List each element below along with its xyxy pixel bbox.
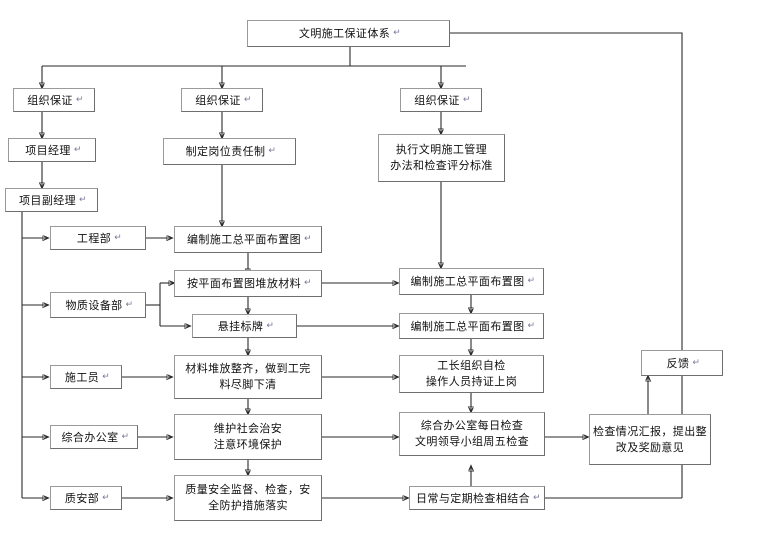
node-safety-supervision[interactable]: 质量安全监督、检查，安 全防护措施落实 [174, 475, 322, 521]
node-exec-standard[interactable]: 执行文明施工管理 办法和检查评分标准 [378, 134, 505, 182]
pilcrow-icon: ↵ [121, 431, 130, 442]
node-public-order-environment[interactable]: 维护社会治安 注意环境保护 [174, 414, 322, 460]
node-label: 组织保证 [414, 93, 460, 107]
node-plan-drawing-2[interactable]: 编制施工总平面布置图↵ [399, 268, 544, 295]
pilcrow-icon: ↵ [243, 94, 252, 105]
node-plan-drawing-1[interactable]: 编制施工总平面布置图↵ [174, 226, 322, 253]
node-material-equipment-dept[interactable]: 物质设备部↵ [50, 292, 146, 318]
node-feedback[interactable]: 反馈↵ [641, 350, 723, 376]
node-label: 执行文明施工管理 办法和检查评分标准 [390, 143, 493, 172]
pilcrow-icon: ↵ [79, 194, 87, 205]
pilcrow-icon: ↵ [304, 278, 312, 288]
pilcrow-icon: ↵ [527, 320, 536, 331]
node-title-label: 文明施工保证体系 [298, 27, 391, 40]
node-label: 综合办公室每日检查 文明领导小组周五检查 [415, 419, 529, 448]
node-deputy-project-manager[interactable]: 项目副经理↵ [5, 188, 98, 212]
pilcrow-icon: ↵ [114, 232, 123, 243]
node-label: 维护社会治安 注意环境保护 [213, 422, 283, 451]
node-site-staff[interactable]: 施工员↵ [50, 365, 122, 389]
node-org-guarantee-1[interactable]: 组织保证↵ [13, 88, 95, 112]
pilcrow-icon: ↵ [102, 492, 111, 503]
node-label: 工程部 [76, 231, 112, 245]
node-label: 组织保证 [27, 93, 73, 107]
node-label: 项目副经理 [19, 193, 77, 207]
node-label: 质量安全监督、检查，安 全防护措施落实 [185, 483, 311, 512]
node-daily-check[interactable]: 综合办公室每日检查 文明领导小组周五检查 [399, 412, 545, 456]
pilcrow-icon: ↵ [125, 299, 134, 310]
node-hang-sign[interactable]: 悬挂标牌↵ [192, 314, 297, 338]
node-label: 编制施工总平面布置图 [187, 233, 302, 246]
node-label: 项目经理 [25, 143, 71, 157]
node-label: 综合办公室 [61, 430, 119, 444]
node-label: 悬挂标牌 [217, 319, 264, 333]
node-label: 按平面布置图堆放材料 [187, 277, 302, 290]
node-post-responsibility[interactable]: 制定岗位责任制↵ [163, 138, 296, 165]
pilcrow-icon: ↵ [268, 146, 277, 156]
pilcrow-icon: ↵ [75, 94, 84, 105]
node-label: 日常与定期检查相结合 [416, 491, 531, 505]
node-project-manager[interactable]: 项目经理↵ [8, 138, 96, 162]
node-label: 反馈 [666, 356, 690, 370]
node-label: 检查情况汇报，提出整 改及奖励意见 [593, 424, 707, 454]
pilcrow-icon: ↵ [462, 94, 471, 105]
pilcrow-icon: ↵ [527, 276, 536, 286]
node-label: 材料堆放整齐，做到工完 料尽脚下清 [185, 362, 311, 391]
pilcrow-icon: ↵ [533, 492, 541, 503]
node-admin-office[interactable]: 综合办公室↵ [50, 425, 138, 449]
node-label: 制定岗位责任制 [185, 145, 266, 158]
pilcrow-icon: ↵ [393, 28, 402, 38]
wire-title-to-feedback-spine [450, 32, 683, 350]
node-self-check[interactable]: 工长组织自检 操作人员持证上岗 [399, 355, 544, 393]
pilcrow-icon: ↵ [266, 320, 275, 331]
node-report-rectify[interactable]: 检查情况汇报，提出整 改及奖励意见 [589, 414, 711, 465]
node-tidy-materials[interactable]: 材料堆放整齐，做到工完 料尽脚下清 [174, 355, 322, 399]
node-org-guarantee-2[interactable]: 组织保证↵ [181, 88, 263, 112]
node-title[interactable]: 文明施工保证体系↵ [247, 20, 450, 47]
node-label: 工长组织自检 操作人员持证上岗 [425, 359, 518, 388]
pilcrow-icon: ↵ [73, 144, 82, 155]
node-regular-combined-check[interactable]: 日常与定期检查相结合↵ [409, 486, 545, 510]
node-plan-drawing-3[interactable]: 编制施工总平面布置图↵ [399, 313, 544, 339]
node-label: 组织保证 [195, 93, 241, 107]
pilcrow-icon: ↵ [304, 234, 312, 244]
node-stack-materials[interactable]: 按平面布置图堆放材料↵ [174, 270, 322, 297]
node-label: 物质设备部 [65, 298, 123, 312]
pilcrow-icon: ↵ [692, 357, 701, 368]
node-engineering-dept[interactable]: 工程部↵ [50, 226, 146, 250]
node-label: 施工员 [64, 370, 100, 384]
node-org-guarantee-3[interactable]: 组织保证↵ [400, 88, 482, 112]
node-label: 质安部 [64, 491, 100, 505]
node-label: 编制施工总平面布置图 [410, 275, 525, 288]
node-quality-safety-dept[interactable]: 质安部↵ [50, 486, 122, 510]
node-label: 编制施工总平面布置图 [410, 319, 525, 333]
pilcrow-icon: ↵ [102, 371, 111, 382]
